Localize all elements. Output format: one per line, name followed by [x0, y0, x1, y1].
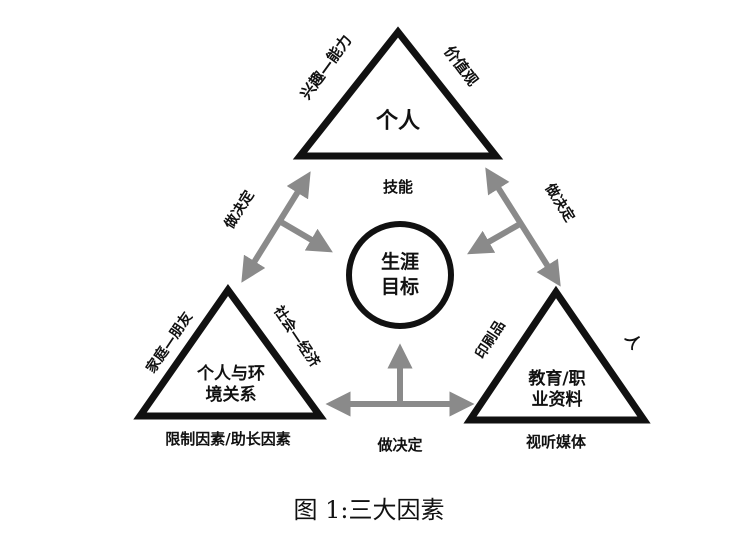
arrow-label-left: 做决定 [220, 187, 257, 232]
right-triangle [463, 285, 651, 424]
arrow-label-bottom: 做决定 [376, 436, 422, 454]
arrow-left-to-center [279, 219, 333, 253]
top-label-right: 价值观 [440, 43, 481, 90]
top-triangle-name: 个人 [376, 109, 420, 134]
arrow-right-to-center [467, 221, 522, 255]
arrow-left-link [241, 171, 311, 283]
center-label-line2: 目标 [381, 276, 419, 298]
left-label-bottom: 限制因素/助长因素 [165, 430, 290, 448]
arrows [241, 167, 561, 417]
top-label-bottom: 技能 [383, 178, 413, 196]
top-triangle [292, 26, 504, 160]
center-circle [346, 221, 454, 329]
left-triangle [133, 283, 327, 420]
arrow-right-link [485, 167, 561, 287]
right-label-right: 人 [621, 330, 645, 353]
right-label-bottom: 视听媒体 [526, 433, 587, 451]
figure-caption: 图 1:三大因素 [294, 496, 445, 524]
right-triangle-name-line2: 业资料 [532, 389, 583, 410]
arrow-label-right: 做决定 [541, 179, 578, 224]
right-label-left: 印刷品 [472, 317, 509, 361]
left-triangle-name-line1: 个人与环 [196, 363, 265, 384]
center-label-line1: 生涯 [381, 250, 419, 273]
right-triangle-name-line1: 教育/职 [527, 368, 585, 389]
left-triangle-name-line2: 境关系 [206, 384, 257, 405]
